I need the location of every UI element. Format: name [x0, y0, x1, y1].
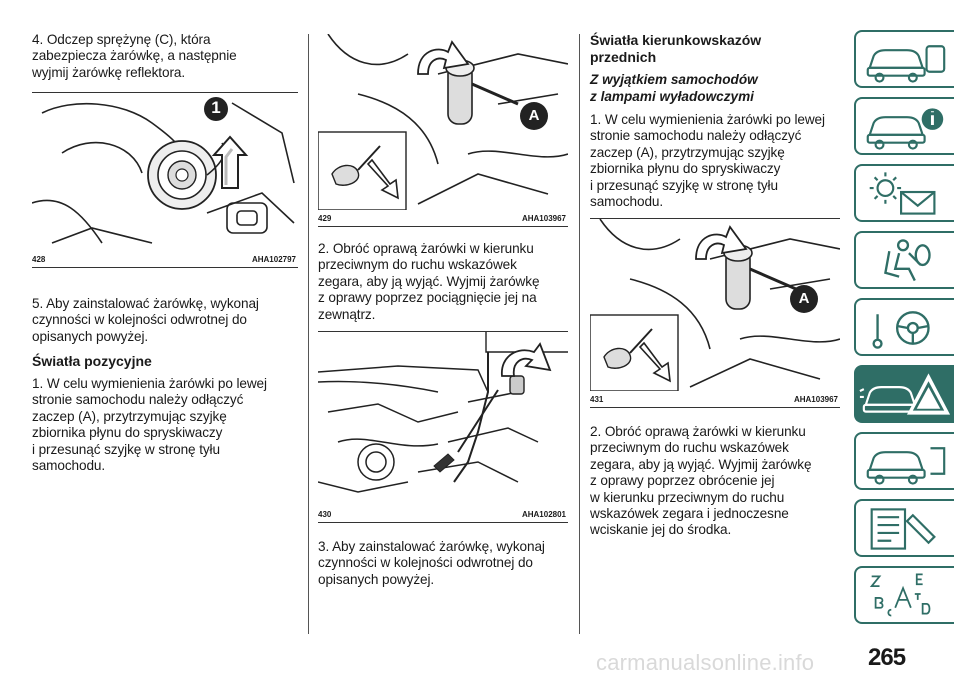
figure-428-number: 428	[32, 255, 46, 264]
paragraph-step-2: 2. Obróć oprawą żarówki w kierunku przec…	[318, 241, 540, 322]
tab-emergency[interactable]	[854, 365, 954, 423]
tab-car-dashboard[interactable]	[854, 30, 954, 88]
figure-430: 430 AHA102801	[318, 331, 568, 523]
paragraph-step-2-turn: 2. Obróć oprawą żarówki w kierunku przec…	[590, 424, 812, 538]
car-breakdown-warning-icon	[859, 373, 951, 415]
paragraph-step-1: 1. W celu wymienienia żarówki po lewej s…	[32, 376, 267, 474]
figure-430-code: AHA102801	[521, 510, 566, 519]
watermark: carmanualsonline.info	[596, 650, 815, 675]
specifications-list-icon	[870, 508, 936, 550]
section-heading-turn-signals: Światła kierunkowskazów przednich	[590, 32, 762, 65]
paragraph-step-3: 3. Aby zainstalować żarówkę, wykonaj czy…	[318, 539, 545, 587]
car-service-icon	[866, 447, 946, 485]
page-number: 265	[868, 644, 906, 671]
tab-index[interactable]	[854, 566, 954, 624]
figure-431: A 431 AHA103967	[590, 218, 840, 408]
figure-429-image: A	[318, 34, 568, 210]
seat-airbag-icon	[884, 239, 931, 282]
tab-warning-lights[interactable]	[854, 164, 954, 222]
tab-specifications[interactable]	[854, 499, 954, 557]
figure-429: A 429 AHA103967	[318, 34, 568, 227]
subheading-exception: Z wyjątkiem samochodów z lampami wyładow…	[590, 72, 758, 104]
paragraph-intro: 4. Odczep sprężynę (C), która zabezpiecz…	[32, 32, 237, 80]
car-dashboard-icon	[866, 45, 946, 83]
car-info-icon	[866, 108, 944, 150]
figure-429-code: AHA103967	[521, 214, 566, 223]
steering-wheel-key-icon	[872, 311, 930, 349]
figure-430-number: 430	[318, 510, 332, 519]
paragraph-step-1-turn: 1. W celu wymienienia żarówki po lewej s…	[590, 112, 825, 210]
paragraph-step-5: 5. Aby zainstalować żarówkę, wykonaj czy…	[32, 296, 259, 344]
figure-429-callout: A	[528, 107, 540, 124]
figure-431-callout: A	[798, 290, 810, 307]
figure-429-number: 429	[318, 214, 332, 223]
tab-starting-driving[interactable]	[854, 298, 954, 356]
tab-safety[interactable]	[854, 231, 954, 289]
warning-light-message-icon	[869, 172, 936, 215]
figure-428-code: AHA102797	[251, 255, 296, 264]
tab-car-info[interactable]	[854, 97, 954, 155]
column-divider-1	[308, 34, 309, 634]
figure-431-code: AHA103967	[793, 395, 838, 404]
section-heading-position-lights: Światła pozycyjne	[32, 353, 152, 369]
figure-430-image	[318, 332, 568, 506]
figure-428: 1 428 AHA102797	[32, 92, 298, 268]
figure-431-image: A	[590, 219, 840, 391]
figure-428-image: 1	[32, 93, 298, 251]
tab-maintenance[interactable]	[854, 432, 954, 490]
figure-431-number: 431	[590, 395, 604, 404]
column-divider-2	[579, 34, 580, 634]
alphabetical-index-icon	[869, 573, 931, 617]
figure-428-callout: 1	[211, 98, 221, 117]
